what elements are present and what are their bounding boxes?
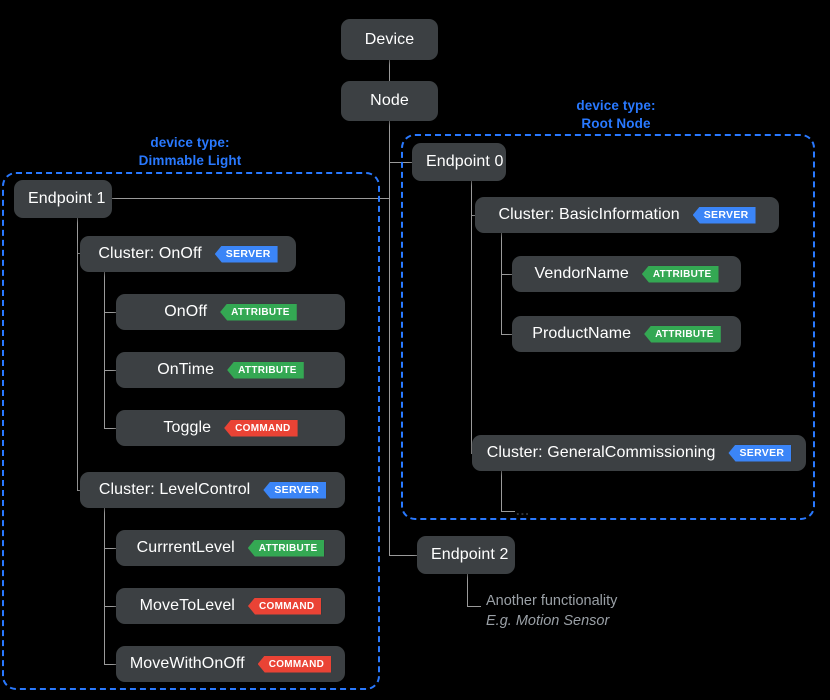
node-box-device[interactable]: Device xyxy=(341,19,438,60)
connector-trunk-endpoint2 xyxy=(389,555,417,556)
device-type-label-root-node: device type: Root Node xyxy=(496,97,736,133)
command-badge: COMMAND xyxy=(224,419,298,437)
attribute-box-onoff[interactable]: OnOff ATTRIBUTE xyxy=(116,294,345,330)
connector-trunk-endpoint1 xyxy=(112,198,390,199)
device-type-panel-dimmable-light xyxy=(2,172,380,690)
endpoint-2-note-line2: E.g. Motion Sensor xyxy=(486,613,610,629)
server-badge: SERVER xyxy=(692,206,756,224)
endpoint-2-note-line1: Another functionality xyxy=(486,593,618,609)
attribute-box-ontime[interactable]: OnTime ATTRIBUTE xyxy=(116,352,345,388)
device-type-panel-root-node xyxy=(401,134,815,520)
command-box-movetolevel[interactable]: MoveToLevel COMMAND xyxy=(116,588,345,624)
command-badge: COMMAND xyxy=(247,597,322,615)
connector-endpoint1-trunk xyxy=(77,216,78,491)
command-label: Toggle xyxy=(163,419,212,436)
server-badge: SERVER xyxy=(214,245,278,263)
attribute-label: ProductName xyxy=(532,325,632,342)
connector-node-trunk xyxy=(389,121,390,555)
cluster-more-items-ellipsis: ... xyxy=(516,503,530,518)
attribute-box-vendorname[interactable]: VendorName ATTRIBUTE xyxy=(512,256,741,292)
connector-onoff-item-toggle xyxy=(104,428,118,429)
connector-endpoint0-trunk xyxy=(471,180,472,454)
connector-basicinformation-vendorname xyxy=(501,274,515,275)
command-label: MoveToLevel xyxy=(139,597,235,614)
command-label: MoveWithOnOff xyxy=(129,655,245,672)
connector-endpoint2-trunk xyxy=(467,572,468,606)
connector-device-node xyxy=(389,60,390,82)
command-box-movewithonoff[interactable]: MoveWithOnOff COMMAND xyxy=(116,646,345,682)
device-type-label-prefix: device type: xyxy=(150,135,230,150)
endpoint-box-endpoint-2[interactable]: Endpoint 2 xyxy=(417,536,515,574)
device-type-label-prefix: device type: xyxy=(576,98,656,113)
connector-endpoint2-note xyxy=(467,606,481,607)
attribute-badge: ATTRIBUTE xyxy=(644,325,721,343)
attribute-label: OnOff xyxy=(164,303,208,320)
connector-generalcommissioning-trunk xyxy=(501,471,502,511)
server-badge: SERVER xyxy=(728,444,792,462)
node-label: Node xyxy=(370,92,409,109)
device-type-label-dimmable-light: device type: Dimmable Light xyxy=(70,134,310,170)
connector-levelcontrol-item-movetolevel xyxy=(104,606,118,607)
cluster-label: Cluster: OnOff xyxy=(98,245,202,262)
cluster-label: Cluster: BasicInformation xyxy=(498,206,680,223)
endpoint-box-endpoint-0[interactable]: Endpoint 0 xyxy=(412,143,506,181)
connector-basicinformation-trunk xyxy=(501,233,502,334)
attribute-badge: ATTRIBUTE xyxy=(247,539,325,557)
connector-basicinformation-productname xyxy=(501,334,515,335)
connector-levelcontrol-item-currrentlevel xyxy=(104,548,118,549)
server-badge: SERVER xyxy=(263,481,327,499)
command-box-toggle[interactable]: Toggle COMMAND xyxy=(116,410,345,446)
cluster-box-onoff[interactable]: Cluster: OnOff SERVER xyxy=(80,236,296,272)
attribute-box-currrentlevel[interactable]: CurrrentLevel ATTRIBUTE xyxy=(116,530,345,566)
endpoint-box-endpoint-1[interactable]: Endpoint 1 xyxy=(14,180,112,218)
cluster-box-basicinformation[interactable]: Cluster: BasicInformation SERVER xyxy=(475,197,779,233)
connector-generalcommissioning-more xyxy=(501,511,515,512)
attribute-label: CurrrentLevel xyxy=(136,539,235,556)
connector-onoff-item-onoff xyxy=(104,312,118,313)
cluster-box-generalcommissioning[interactable]: Cluster: GeneralCommissioning SERVER xyxy=(472,435,806,471)
endpoint-label: Endpoint 2 xyxy=(431,546,509,563)
endpoint-2-note: Another functionality E.g. Motion Sensor xyxy=(486,591,617,631)
connector-onoff-item-ontime xyxy=(104,370,118,371)
cluster-label: Cluster: LevelControl xyxy=(98,481,251,498)
attribute-badge: ATTRIBUTE xyxy=(227,361,304,379)
device-label: Device xyxy=(364,30,415,48)
cluster-label: Cluster: GeneralCommissioning xyxy=(486,444,716,461)
attribute-box-productname[interactable]: ProductName ATTRIBUTE xyxy=(512,316,741,352)
device-type-label-value: Root Node xyxy=(581,116,651,131)
attribute-badge: ATTRIBUTE xyxy=(641,265,719,283)
command-badge: COMMAND xyxy=(257,655,332,673)
attribute-label: OnTime xyxy=(157,361,215,378)
cluster-box-levelcontrol[interactable]: Cluster: LevelControl SERVER xyxy=(80,472,345,508)
attribute-label: VendorName xyxy=(534,265,629,282)
connector-onoff-trunk xyxy=(104,271,105,428)
endpoint-label: Endpoint 1 xyxy=(28,190,106,207)
connector-levelcontrol-item-movewithonoff xyxy=(104,664,118,665)
device-type-label-value: Dimmable Light xyxy=(138,153,242,168)
connector-levelcontrol-trunk xyxy=(104,508,105,664)
node-box-node[interactable]: Node xyxy=(341,81,438,121)
attribute-badge: ATTRIBUTE xyxy=(220,303,297,321)
endpoint-label: Endpoint 0 xyxy=(426,153,504,170)
